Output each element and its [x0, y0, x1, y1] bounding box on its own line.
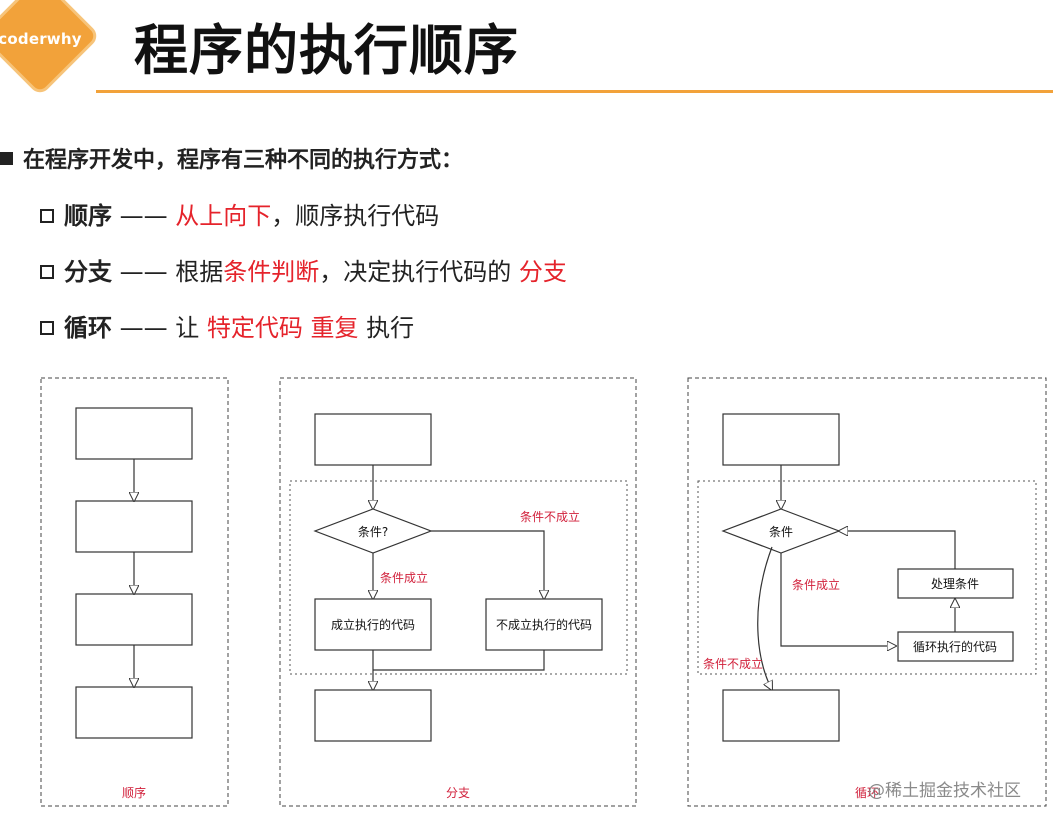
branch-true-box	[314, 598, 432, 651]
branch-true-box-text: 成立执行的代码	[331, 617, 415, 632]
description-text: ，顺序执行代码	[271, 202, 440, 230]
loop-false-label: 条件不成立	[703, 656, 763, 671]
logo: coderwhy	[0, 0, 97, 94]
branch-condition-text: 条件?	[358, 525, 388, 539]
sequence-step-box	[75, 593, 193, 646]
checkbox-square-icon	[40, 321, 54, 335]
item-dash: ——	[112, 314, 176, 342]
branch-merge-line	[373, 650, 545, 671]
description-text: 根据	[175, 258, 224, 286]
highlight-text: 条件判断	[223, 258, 320, 286]
sequence-frame	[40, 377, 229, 807]
item-keyword: 分支	[64, 258, 112, 286]
highlight-text: 重复	[310, 314, 359, 342]
highlight-text: 从上向下	[175, 202, 272, 230]
highlight-text: 分支	[518, 258, 567, 286]
highlight-text: 特定代码	[206, 314, 303, 342]
loop-inner-frame	[697, 480, 1037, 675]
sequence-diagram: 顺序	[40, 377, 229, 807]
intro-text: 在程序开发中，程序有三种不同的执行方式：	[23, 148, 464, 173]
bullet-square-icon	[0, 152, 13, 165]
loop-diagram: 条件 条件成立 循环执行的代码 处理条件 条件不成立 循环	[687, 377, 1047, 807]
description-text: 执行	[358, 314, 415, 342]
logo-text: coderwhy	[0, 30, 82, 48]
item-keyword: 循环	[64, 314, 112, 342]
checkbox-square-icon	[40, 265, 54, 279]
branch-start-box	[314, 413, 432, 466]
title-underline	[96, 90, 1053, 93]
sequence-step-box	[75, 407, 193, 460]
loop-body-box-text: 循环执行的代码	[913, 639, 997, 654]
loop-frame	[687, 377, 1047, 807]
loop-condition-text: 条件	[769, 525, 793, 539]
list-item-sequence: 顺序 —— 从上向下，顺序执行代码	[40, 196, 439, 231]
flowchart-diagrams: 顺序 条件? 条件成立 条件不成立 成立执行的代码 不成立执行的代码 分支 条件…	[40, 377, 1047, 807]
branch-true-label: 条件成立	[380, 570, 428, 585]
item-dash: ——	[112, 202, 176, 230]
item-dash: ——	[112, 258, 176, 286]
list-item-branch: 分支 —— 根据条件判断，决定执行代码的 分支	[40, 252, 567, 287]
checkbox-square-icon	[40, 209, 54, 223]
branch-false-box-text: 不成立执行的代码	[496, 617, 592, 632]
loop-process-box	[897, 568, 1014, 599]
description-text: 让	[175, 314, 207, 342]
loop-true-arrow	[780, 553, 896, 646]
loop-false-arrow	[757, 546, 772, 690]
loop-true-label: 条件成立	[792, 577, 840, 592]
branch-end-box	[314, 689, 432, 742]
sequence-step-box	[75, 500, 193, 553]
watermark: @稀土掘金技术社区	[868, 781, 1021, 801]
branch-false-label: 条件不成立	[520, 509, 580, 524]
branch-frame	[279, 377, 637, 807]
loop-start-box	[722, 413, 840, 466]
loop-back-arrow	[839, 531, 956, 569]
branch-diagram: 条件? 条件成立 条件不成立 成立执行的代码 不成立执行的代码 分支	[279, 377, 637, 807]
loop-caption: 循环	[855, 786, 879, 800]
branch-caption: 分支	[446, 786, 470, 800]
loop-end-box	[722, 689, 840, 742]
loop-process-box-text: 处理条件	[931, 577, 979, 591]
page-title: 程序的执行顺序	[134, 19, 519, 82]
intro-line: 在程序开发中，程序有三种不同的执行方式：	[0, 142, 463, 174]
branch-false-box	[485, 598, 603, 651]
list-item-loop: 循环 —— 让 特定代码 重复 执行	[40, 308, 414, 343]
item-keyword: 顺序	[64, 202, 112, 230]
branch-false-arrow	[431, 530, 544, 599]
sequence-step-box	[75, 686, 193, 739]
description-text: ，决定执行代码的	[319, 258, 519, 286]
description-text	[303, 314, 311, 342]
sequence-caption: 顺序	[122, 785, 146, 800]
